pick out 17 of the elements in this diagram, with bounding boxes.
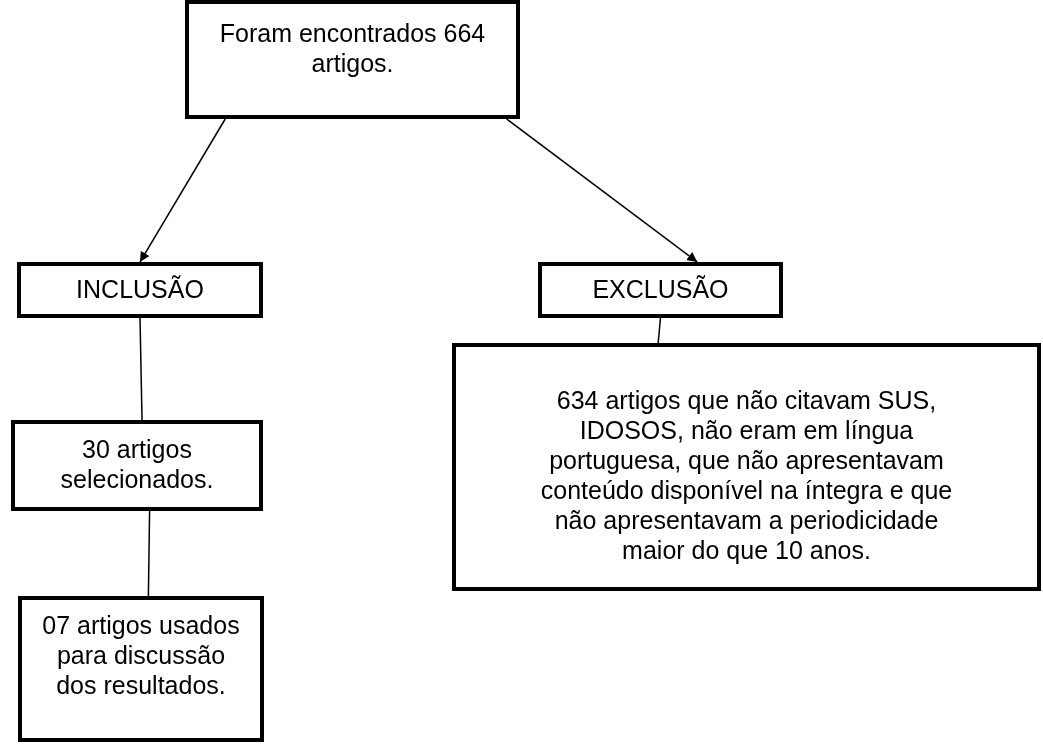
box-text: 634 artigos que não citavam SUS, IDOSOS, não eram em língua portuguesa, que não apresentavam conteúdo disponível na íntegra e que não apresentavam a periodicidade maior do que 10 anos. <box>539 385 954 565</box>
process-box <box>538 262 783 318</box>
connector-line <box>147 510 151 597</box>
connector-line <box>139 317 143 421</box>
box-text: Foram encontrados 664 artigos. <box>218 18 487 78</box>
arrow <box>139 118 226 263</box>
box-text: 30 artigos selecionados. <box>59 434 215 494</box>
box-text: EXCLUSÃO <box>592 274 729 304</box>
arrow <box>505 118 698 263</box>
process-box <box>11 420 263 511</box>
process-box <box>185 0 520 119</box>
box-text: 07 artigos usados para discussão dos resultados. <box>41 610 241 700</box>
process-box <box>18 596 264 742</box>
box-text: INCLUSÃO <box>76 274 204 304</box>
process-box <box>452 343 1041 591</box>
process-box <box>17 262 263 318</box>
connector-line <box>657 317 662 344</box>
